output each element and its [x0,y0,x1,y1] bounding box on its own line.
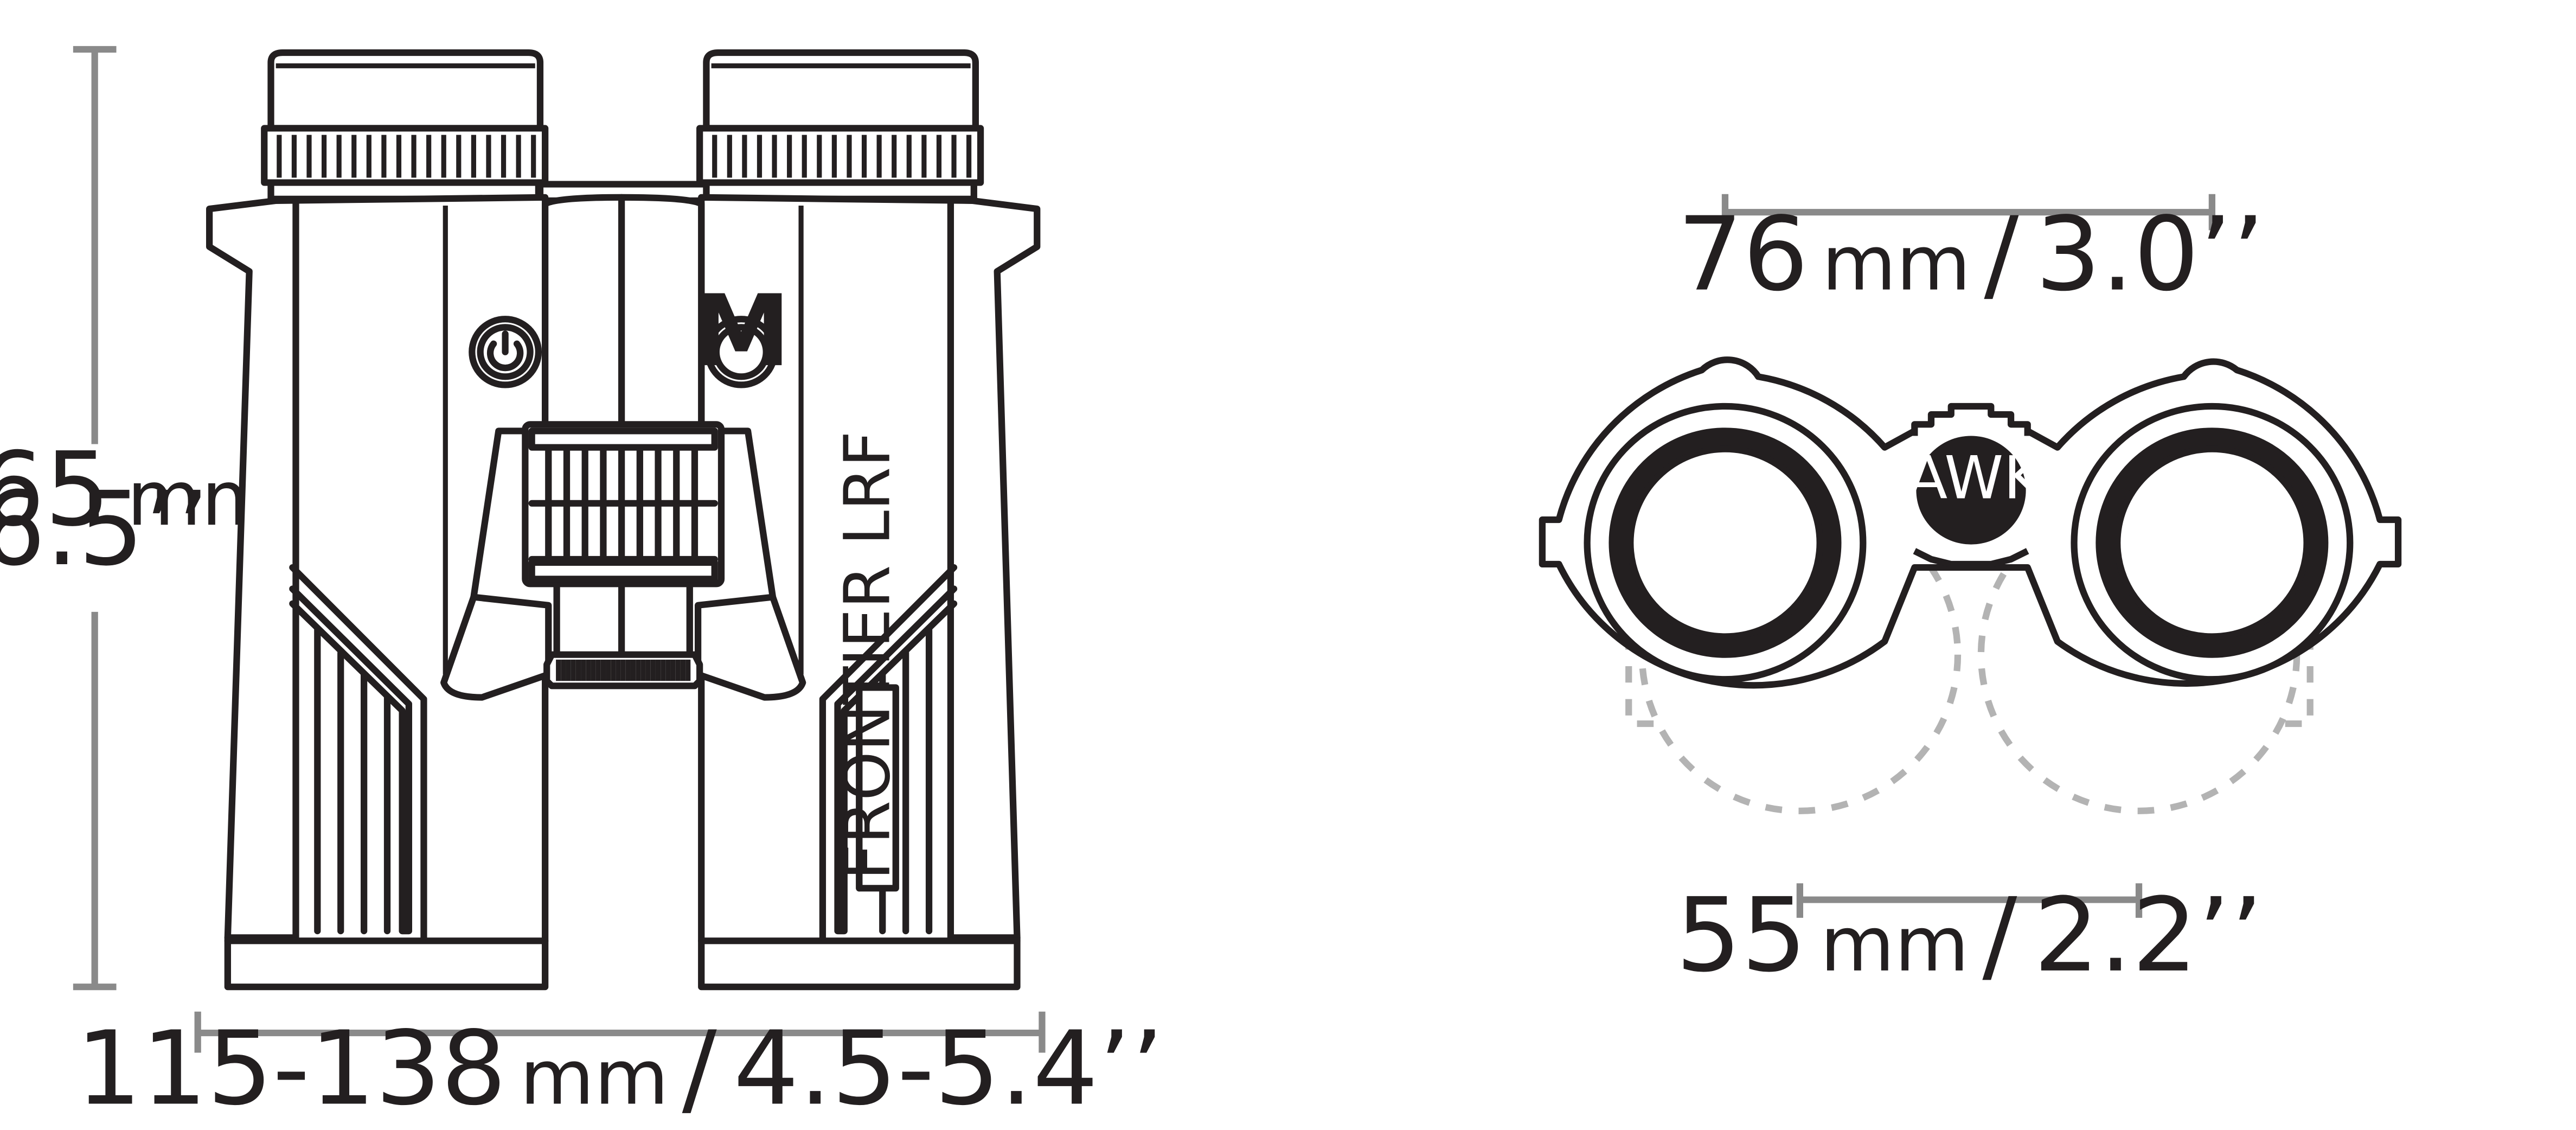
eyepiece-spacing-value: 55 [1676,876,1807,995]
eyepiece-spacing-unit: mm [1820,901,1969,989]
objective-spacing-value: 76 [1677,195,1809,314]
eyepiece-spacing-imperial: 2.2’’ [2034,876,2263,995]
width-unit: mm [520,1034,669,1122]
hawke-logo-text: HAWKE [1862,443,2080,512]
focus-wheel [522,421,725,588]
focus-wheel-end [1911,403,2031,568]
objective-spacing-unit: mm [1822,220,1971,308]
power-button[interactable] [469,316,542,388]
width-value: 115-138 [76,1009,507,1128]
model-label-plate [856,684,899,892]
height-value: 165 [0,430,110,549]
right-objective [2071,403,2354,683]
hawke-logo: HAWKE [1862,436,2080,545]
right-barrel: FRONTIER LRF [698,194,1041,991]
power-icon [486,330,524,372]
model-label: FRONTIER LRF [831,431,905,880]
objective-spacing-imperial: 3.0’’ [2035,195,2265,314]
left-barrel [206,194,549,991]
right-eyepiece [696,49,984,202]
diopter-ring [543,651,703,690]
width-imperial: 4.5-5.4’’ [733,1009,1164,1128]
left-eyepiece [261,49,549,202]
mode-m-icon: M [691,274,791,389]
mode-button[interactable]: M [691,274,791,389]
left-objective [1584,403,1867,683]
height-imperial-label: 6.5’’ [0,470,209,589]
